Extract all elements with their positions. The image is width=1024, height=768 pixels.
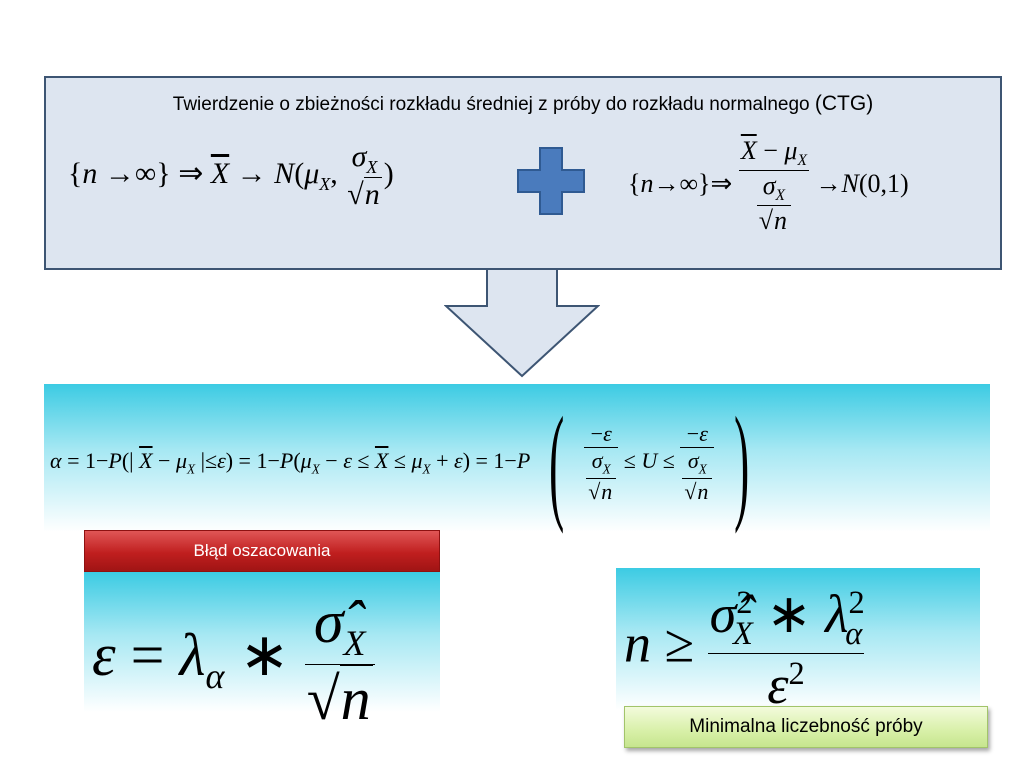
theorem-title-text: Twierdzenie o zbieżności rozkładu średni…	[172, 94, 810, 115]
formula-clt-mean: {n →∞} ⇒ X → N(μX, σX√n)	[68, 140, 394, 211]
theorem-title: Twierdzenie o zbieżności rozkładu średni…	[46, 92, 1000, 116]
theorem-title-suffix: (CTG)	[814, 92, 874, 115]
formula-clt-standardized: {n→∞}⇒ X − μX σX√n →N(0,1)	[628, 136, 909, 236]
theorem-box: Twierdzenie o zbieżności rozkładu średni…	[44, 76, 1002, 270]
error-formula-panel: ε = λα ∗ σ̂X√n	[84, 572, 440, 732]
formula-error: ε = λα ∗ σ̂X√n	[92, 588, 375, 734]
plus-icon	[517, 147, 585, 215]
formula-probability: α = 1−P(| X − μX |≤ε) = 1−P(μX − ε ≤ X ≤…	[50, 391, 750, 535]
down-arrow-icon	[444, 268, 600, 378]
sample-size-label: Minimalna liczebność próby	[624, 706, 988, 748]
error-label: Błąd oszacowania	[84, 530, 440, 572]
probability-band: α = 1−P(| X − μX |≤ε) = 1−P(μX − ε ≤ X ≤…	[44, 384, 990, 532]
